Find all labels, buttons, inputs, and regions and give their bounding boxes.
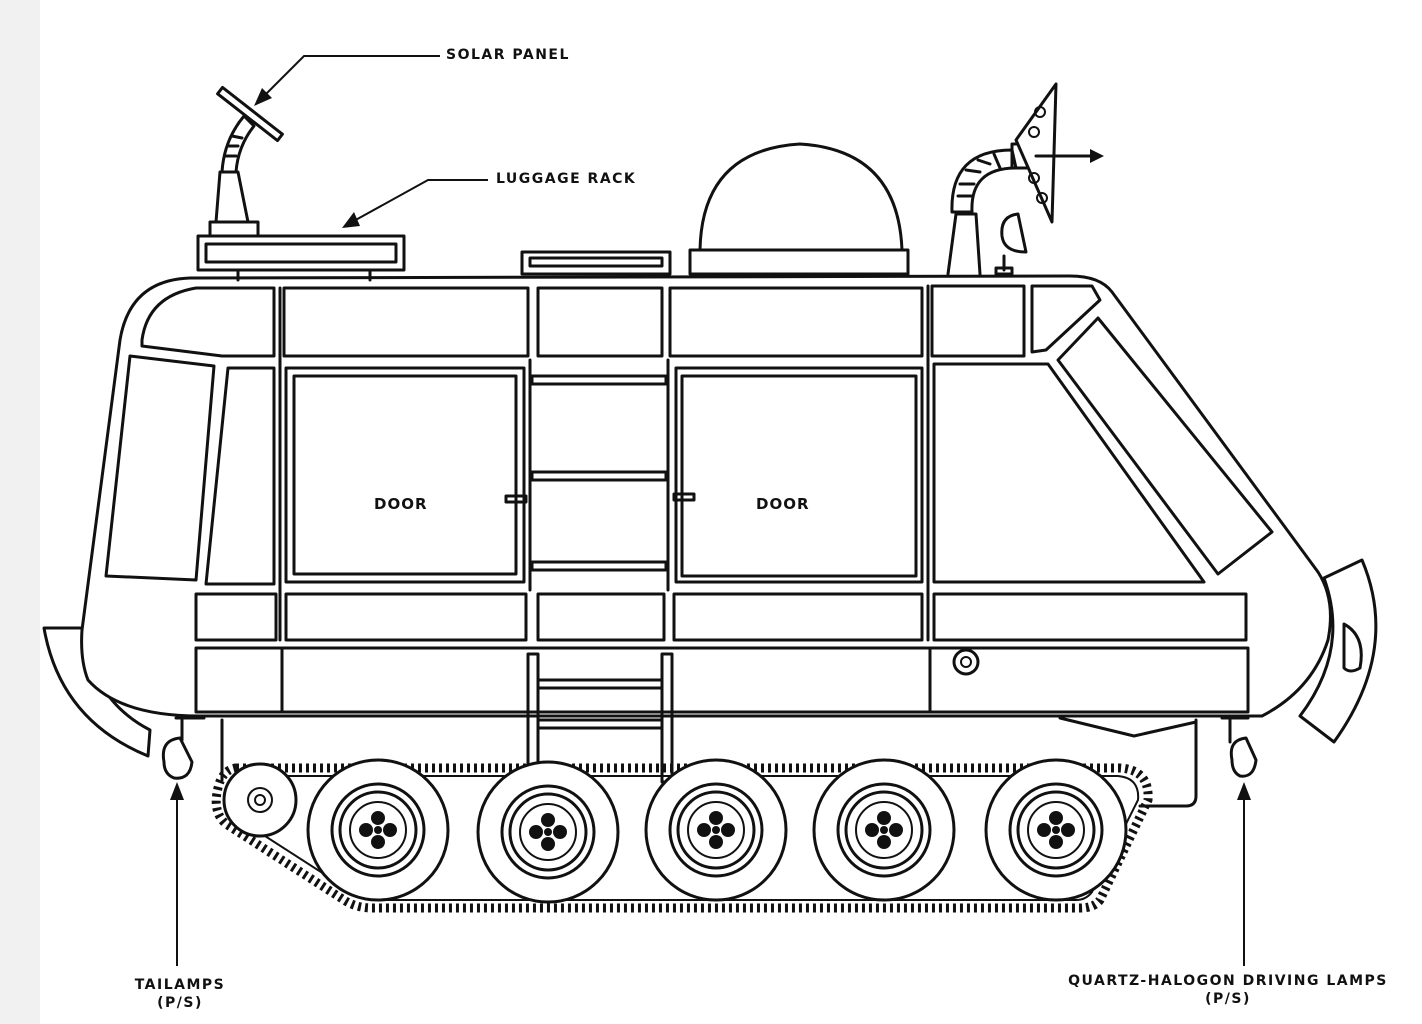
door-label-left: DOOR — [374, 495, 428, 513]
solar-panel-label: SOLAR PANEL — [446, 47, 570, 63]
side-ladder — [504, 358, 696, 592]
front-fender — [1298, 558, 1378, 744]
driving-lamps-label-line2: (P/S) — [1205, 991, 1251, 1007]
luggage-rack — [196, 234, 406, 282]
road-wheel — [476, 760, 620, 904]
track — [211, 763, 1153, 913]
driving-lamps-label: QUARTZ-HALOGON DRIVING LAMPS (P/S) — [1060, 972, 1396, 1008]
tailamps-label-line1: TAILAMPS — [134, 977, 226, 993]
hull-underside — [220, 716, 1198, 808]
door-label-right: DOOR — [756, 495, 810, 513]
solar-panel — [208, 85, 284, 238]
dish-antenna — [946, 82, 1104, 276]
road-wheel — [644, 758, 788, 902]
luggage-rack-label: LUGGAGE RACK — [496, 171, 637, 187]
vehicle-body — [80, 274, 1332, 718]
driving-lamps-label-line1: QUARTZ-HALOGON DRIVING LAMPS — [1068, 973, 1388, 989]
page-edge-shadow — [0, 0, 40, 1024]
road-wheel — [812, 758, 956, 902]
tailamps-label: TAILAMPS (P/S) — [132, 976, 228, 1012]
tailamp — [161, 716, 206, 780]
tailamps-label-line2: (P/S) — [157, 995, 203, 1011]
driving-lamp — [1220, 716, 1258, 778]
roof-lamp — [994, 212, 1028, 276]
idler-wheel — [222, 762, 298, 838]
door-right-panel — [674, 366, 924, 584]
body-panels — [104, 284, 1274, 714]
door-left-panel — [284, 366, 526, 584]
road-wheel — [984, 758, 1128, 902]
front-side-lamp — [1342, 622, 1363, 673]
road-wheels — [306, 758, 1128, 904]
road-wheel — [306, 758, 450, 902]
observation-dome — [688, 142, 910, 276]
roof-hatch — [520, 250, 672, 276]
